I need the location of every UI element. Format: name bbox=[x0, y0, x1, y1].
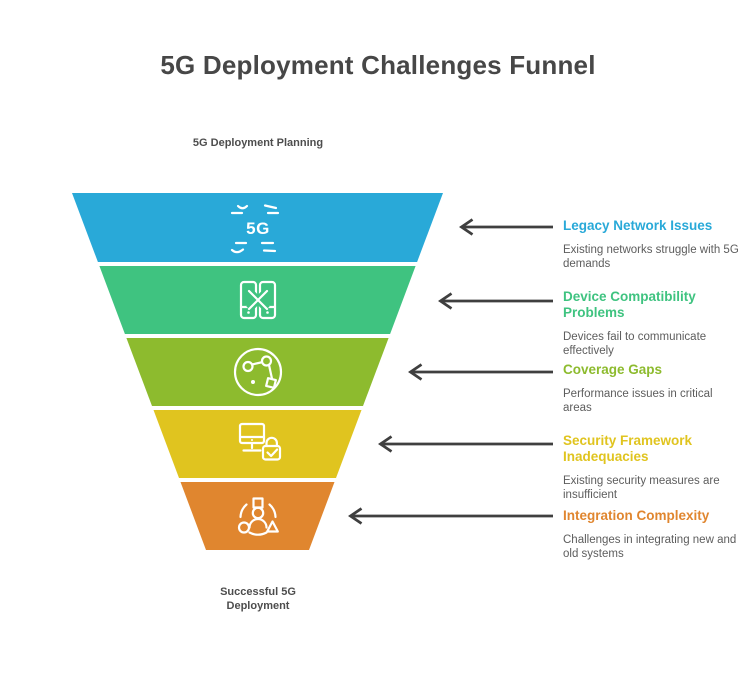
page-title: 5G Deployment Challenges Funnel bbox=[160, 50, 596, 80]
stage-description: Challenges in integrating new and old sy… bbox=[563, 534, 737, 560]
funnel-bottom-label: Successful 5G Deployment bbox=[220, 586, 296, 612]
stage-annotation-security-framework: Security Framework Inadequacies Existing… bbox=[563, 433, 741, 502]
stage-title: Coverage Gaps bbox=[563, 362, 663, 377]
arrow-to-stage-1 bbox=[459, 218, 553, 236]
arrow-to-stage-5 bbox=[348, 507, 553, 525]
globe-network-icon bbox=[233, 347, 283, 397]
stage-title: Legacy Network Issues bbox=[563, 218, 713, 233]
incompatible-phones-icon bbox=[239, 280, 277, 320]
5g-icon-text: 5G bbox=[246, 219, 270, 238]
connector-arrows bbox=[348, 218, 553, 525]
stage-annotation-integration-complexity: Integration Complexity Challenges in int… bbox=[563, 508, 741, 561]
funnel-stage-shape-coverage-gaps bbox=[126, 338, 389, 406]
arrow-to-stage-4 bbox=[378, 435, 553, 453]
arrow-to-stage-2 bbox=[438, 292, 553, 310]
stage-annotation-legacy-network: Legacy Network Issues Existing networks … bbox=[563, 218, 741, 271]
stage-description: Performance issues in critical areas bbox=[563, 388, 713, 414]
stage-description: Existing security measures are insuffici… bbox=[563, 475, 720, 501]
stage-annotation-device-compatibility: Device Compatibility Problems Devices fa… bbox=[563, 289, 741, 358]
computer-lock-icon bbox=[238, 422, 282, 461]
stage-title: Security Framework Inadequacies bbox=[563, 433, 693, 464]
stage-title: Integration Complexity bbox=[563, 508, 710, 523]
stage-description: Existing networks struggle with 5G deman… bbox=[563, 244, 739, 270]
stage-title: Device Compatibility Problems bbox=[563, 289, 696, 320]
stage-description: Devices fail to communicate effectively bbox=[563, 331, 707, 357]
integration-person-icon bbox=[237, 497, 279, 536]
funnel-stage-shape-integration-complexity bbox=[180, 482, 335, 550]
arrow-to-stage-3 bbox=[408, 363, 553, 381]
funnel-stage-shape-legacy-network bbox=[72, 193, 443, 262]
funnel-top-label: 5G Deployment Planning bbox=[192, 137, 324, 149]
stage-annotation-coverage-gaps: Coverage Gaps Performance issues in crit… bbox=[563, 362, 741, 415]
5g-signal-breakup-icon: 5G bbox=[230, 204, 280, 254]
